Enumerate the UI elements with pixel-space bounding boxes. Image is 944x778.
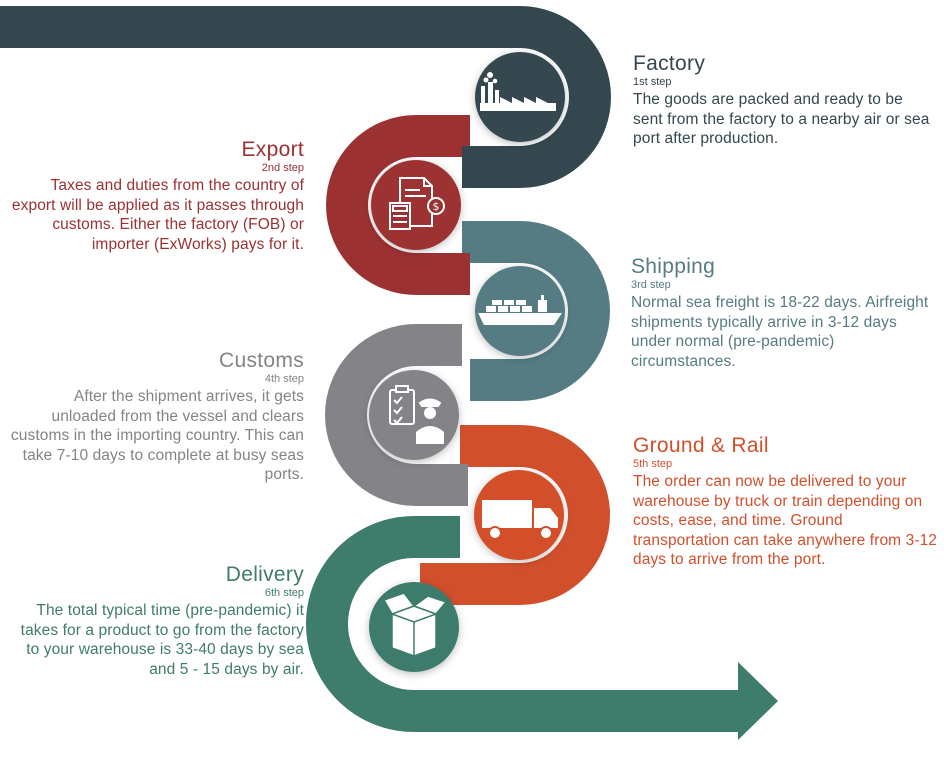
path-segment-customs: [325, 324, 468, 506]
step-description: The total typical time (pre-pandemic) it…: [20, 602, 304, 678]
arrow-head: [738, 662, 778, 740]
truck-icon: [482, 500, 558, 540]
step-number: 2nd step: [261, 162, 304, 174]
step-circle-export: $: [371, 160, 461, 250]
documents-calculator-icon: $: [389, 177, 445, 230]
step-description: The order can now be delivered to your w…: [633, 473, 938, 568]
customs-officer-icon: [389, 385, 444, 444]
step-delivery: Delivery 6th step The total typical time…: [8, 563, 304, 679]
path-segment-export: [326, 115, 470, 295]
step-title: Customs: [219, 349, 304, 372]
step-number: 1st step: [633, 76, 672, 88]
step-description: After the shipment arrives, it gets unlo…: [10, 388, 304, 483]
step-circle-ground: [474, 470, 564, 560]
step-number: 3rd step: [631, 279, 671, 291]
step-number: 5th step: [633, 458, 673, 470]
step-description: Normal sea freight is 18-22 days. Airfre…: [631, 294, 929, 370]
step-circle-customs: [369, 370, 459, 460]
step-title: Export: [241, 138, 304, 161]
cargo-ship-icon: [478, 295, 562, 325]
factory-icon: [480, 72, 556, 111]
path-segment-factory: [0, 5, 611, 188]
path-segment-delivery: [306, 516, 740, 732]
step-number: 4th step: [264, 373, 304, 385]
path-segment-shipping: [462, 221, 610, 401]
step-customs: Customs 4th step After the shipment arri…: [8, 349, 304, 485]
step-title: Factory: [633, 52, 706, 75]
step-factory: Factory 1st step The goods are packed an…: [633, 52, 933, 149]
step-title: Delivery: [225, 563, 304, 586]
step-description: Taxes and duties from the country of exp…: [11, 177, 304, 253]
step-circle-delivery: [369, 582, 459, 672]
step-title: Shipping: [631, 255, 716, 278]
step-description: The goods are packed and ready to be sen…: [633, 91, 930, 147]
step-ground-rail: Ground & Rail 5th step The order can now…: [633, 434, 938, 570]
step-export: Export 2nd step Taxes and duties from th…: [8, 138, 304, 254]
svg-text:$: $: [433, 200, 440, 213]
step-shipping: Shipping 3rd step Normal sea freight is …: [631, 255, 931, 371]
step-title: Ground & Rail: [633, 434, 769, 457]
open-box-icon: [382, 592, 448, 657]
step-number: 6th step: [264, 587, 304, 599]
path-segment-ground: [420, 425, 610, 605]
step-circle-shipping: [475, 266, 565, 356]
step-circle-factory: [475, 52, 565, 142]
